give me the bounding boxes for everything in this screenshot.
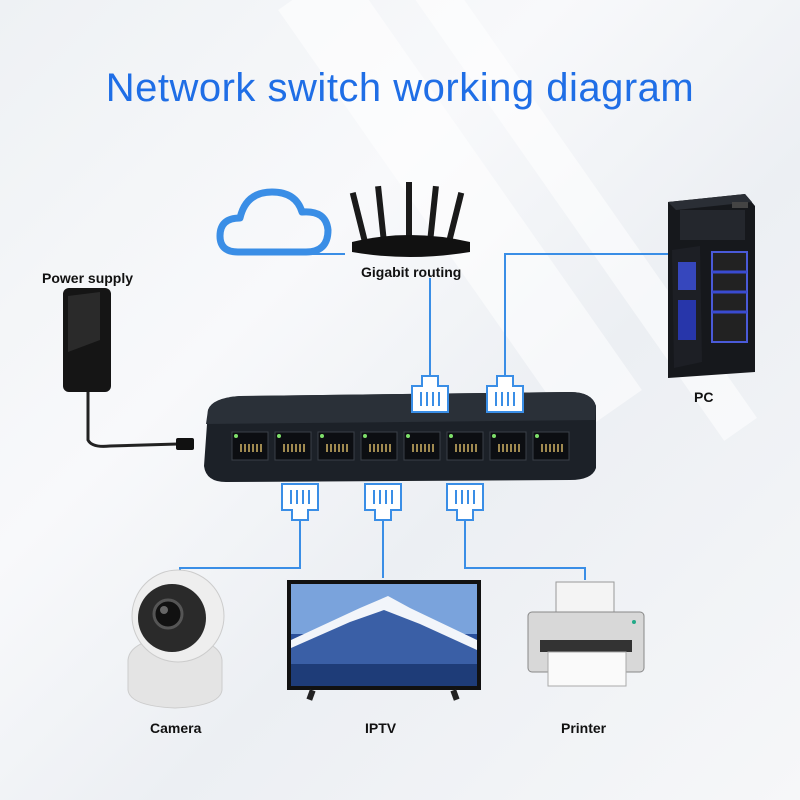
router-icon — [349, 182, 470, 257]
port-led — [492, 434, 496, 438]
printer-icon — [527, 581, 645, 687]
pc-rj45-icon — [486, 375, 524, 413]
pc-to-switch-line — [504, 253, 668, 382]
printer-label: Printer — [561, 720, 607, 736]
router-rj45-icon — [411, 375, 449, 413]
diagram-title: Network switch working diagram — [105, 66, 695, 110]
camera-label: Camera — [150, 720, 202, 736]
port-led — [449, 434, 453, 438]
connection-lines — [179, 253, 668, 580]
tv-icon — [287, 580, 481, 701]
port-led — [406, 434, 410, 438]
cloud-icon — [216, 188, 332, 256]
power-adapter-icon — [63, 288, 194, 450]
switch-port — [274, 431, 312, 461]
switch-ports — [231, 431, 570, 461]
port-led — [363, 434, 367, 438]
rj45-connectors — [281, 375, 524, 521]
switch-port — [317, 431, 355, 461]
iptv-rj45-icon — [364, 483, 402, 521]
switch-port — [446, 431, 484, 461]
iptv-label: IPTV — [365, 720, 397, 736]
switch-port — [231, 431, 269, 461]
switch-port — [360, 431, 398, 461]
camera-rj45-icon — [281, 483, 319, 521]
power-supply-label: Power supply — [42, 270, 134, 286]
port-led — [320, 434, 324, 438]
switch-port — [489, 431, 527, 461]
switch-port — [403, 431, 441, 461]
camera-icon — [127, 569, 225, 709]
camera-link-line — [179, 518, 301, 580]
printer-link-line — [464, 518, 586, 580]
switch-port — [532, 431, 570, 461]
port-led — [535, 434, 539, 438]
router-label: Gigabit routing — [361, 264, 462, 280]
printer-rj45-icon — [446, 483, 484, 521]
port-led — [234, 434, 238, 438]
port-led — [277, 434, 281, 438]
pc-tower-icon — [668, 194, 755, 378]
pc-label: PC — [694, 389, 714, 405]
